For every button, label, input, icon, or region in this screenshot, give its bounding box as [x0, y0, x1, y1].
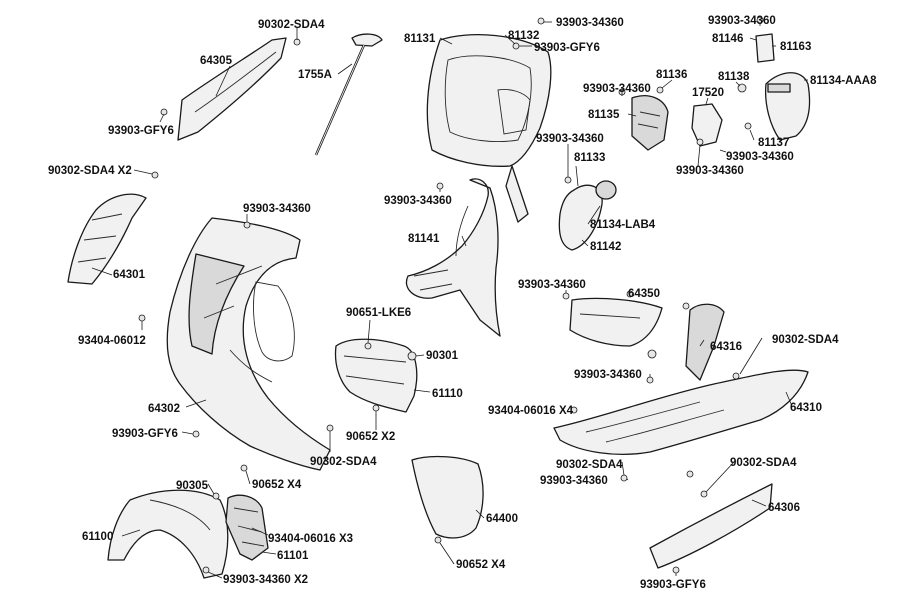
callout-81163: 81163 — [780, 41, 811, 53]
part-64310 — [553, 369, 809, 455]
callout-90302-SDA4-floor2: 90302-SDA4 — [556, 459, 623, 471]
callout-93903-34360-floor2: 93903-34360 — [574, 369, 642, 381]
callout-81146: 81146 — [712, 33, 743, 45]
part-81163 — [755, 33, 775, 63]
callout-93903-34360-box-top: 93903-34360 — [556, 17, 624, 29]
callout-90652-X2: 90652 X2 — [346, 431, 395, 443]
callout-81136: 81136 — [656, 69, 687, 81]
callout-81133: 81133 — [574, 152, 605, 164]
callout-93903-34360-lid: 93903-34360 — [536, 133, 604, 145]
part-1755A — [314, 33, 383, 156]
part-61100 — [107, 489, 229, 579]
callout-93903-34360-floor: 93903-34360 — [518, 279, 586, 291]
callout-90301: 90301 — [426, 350, 459, 362]
callout-93903-GFY6-box: 93903-GFY6 — [534, 42, 600, 54]
part-61101 — [225, 494, 269, 561]
callout-81135: 81135 — [588, 109, 620, 121]
callout-labels: 90302-SDA4 64305 93903-GFY6 1755A 90302-… — [48, 15, 877, 591]
callout-93903-34360-floor3: 93903-34360 — [540, 475, 608, 487]
callout-90302-SDA4-shield: 90302-SDA4 — [310, 456, 377, 468]
callout-93404-06016-X3: 93404-06016 X3 — [268, 533, 353, 545]
callout-93903-34360-right: 93903-34360 — [726, 151, 794, 163]
callout-93903-34360-hinge: 93903-34360 — [708, 15, 776, 27]
part-61110 — [334, 338, 418, 413]
callout-61100: 61100 — [82, 531, 113, 543]
callout-90302-SDA4-X2: 90302-SDA4 X2 — [48, 165, 132, 177]
leader-lines — [91, 21, 808, 579]
callout-17520: 17520 — [692, 87, 724, 99]
callout-61101: 61101 — [277, 550, 309, 562]
callout-81134-LAB4: 81134-LAB4 — [590, 219, 656, 231]
callout-90302-SDA4-top: 90302-SDA4 — [258, 19, 325, 31]
part-64316 — [685, 303, 725, 381]
callout-81137: 81137 — [758, 137, 789, 149]
callout-64305: 64305 — [200, 55, 233, 67]
callout-90302-SDA4-side: 90302-SDA4 — [730, 457, 797, 469]
callout-81134-AAA8: 81134-AAA8 — [810, 75, 877, 87]
callout-93903-GFY6-left: 93903-GFY6 — [108, 125, 174, 137]
callout-64301: 64301 — [113, 269, 146, 281]
callout-90302-SDA4-floor: 90302-SDA4 — [772, 334, 839, 346]
callout-93404-06012: 93404-06012 — [78, 335, 146, 347]
callout-93903-34360-bracket: 93903-34360 — [583, 83, 651, 95]
callout-90652-X4-left: 90652 X4 — [252, 479, 302, 491]
part-64306 — [649, 483, 773, 569]
callout-90305: 90305 — [176, 480, 209, 492]
callout-93404-06016-X4: 93404-06016 X4 — [488, 405, 574, 417]
callout-64316: 64316 — [710, 341, 742, 353]
callout-93903-34360-X2: 93903-34360 X2 — [223, 574, 308, 586]
callout-64310: 64310 — [790, 402, 822, 414]
callout-81138: 81138 — [718, 71, 750, 83]
part-81134-AAA8 — [764, 72, 811, 141]
part-64301 — [67, 193, 147, 285]
callout-93903-34360-shield: 93903-34360 — [243, 203, 311, 215]
callout-93903-34360-box-left: 93903-34360 — [384, 195, 452, 207]
part-81141 — [405, 178, 501, 337]
callout-81131: 81131 — [404, 33, 436, 45]
callout-81142: 81142 — [590, 241, 621, 253]
callout-81132: 81132 — [508, 30, 539, 42]
part-64400 — [411, 455, 484, 539]
callout-1755A: 1755A — [298, 69, 332, 81]
callout-64400: 64400 — [486, 513, 518, 525]
part-64305 — [177, 37, 287, 141]
callout-64302: 64302 — [148, 403, 180, 415]
callout-61110: 61110 — [432, 388, 463, 400]
part-17520 — [691, 103, 723, 147]
callout-93903-GFY6-bottom: 93903-GFY6 — [640, 579, 706, 591]
callout-81141: 81141 — [408, 233, 440, 245]
callout-64350: 64350 — [628, 288, 660, 300]
callout-93903-34360-right2: 93903-34360 — [676, 165, 744, 177]
part-81135 — [631, 95, 669, 151]
callout-90651-LKE6: 90651-LKE6 — [346, 307, 411, 319]
callout-64306: 64306 — [768, 502, 800, 514]
part-64350 — [569, 297, 663, 347]
callout-93903-GFY6-shield: 93903-GFY6 — [112, 428, 178, 440]
callout-90652-X4-bottom: 90652 X4 — [456, 559, 506, 571]
part-81131 — [426, 33, 552, 167]
